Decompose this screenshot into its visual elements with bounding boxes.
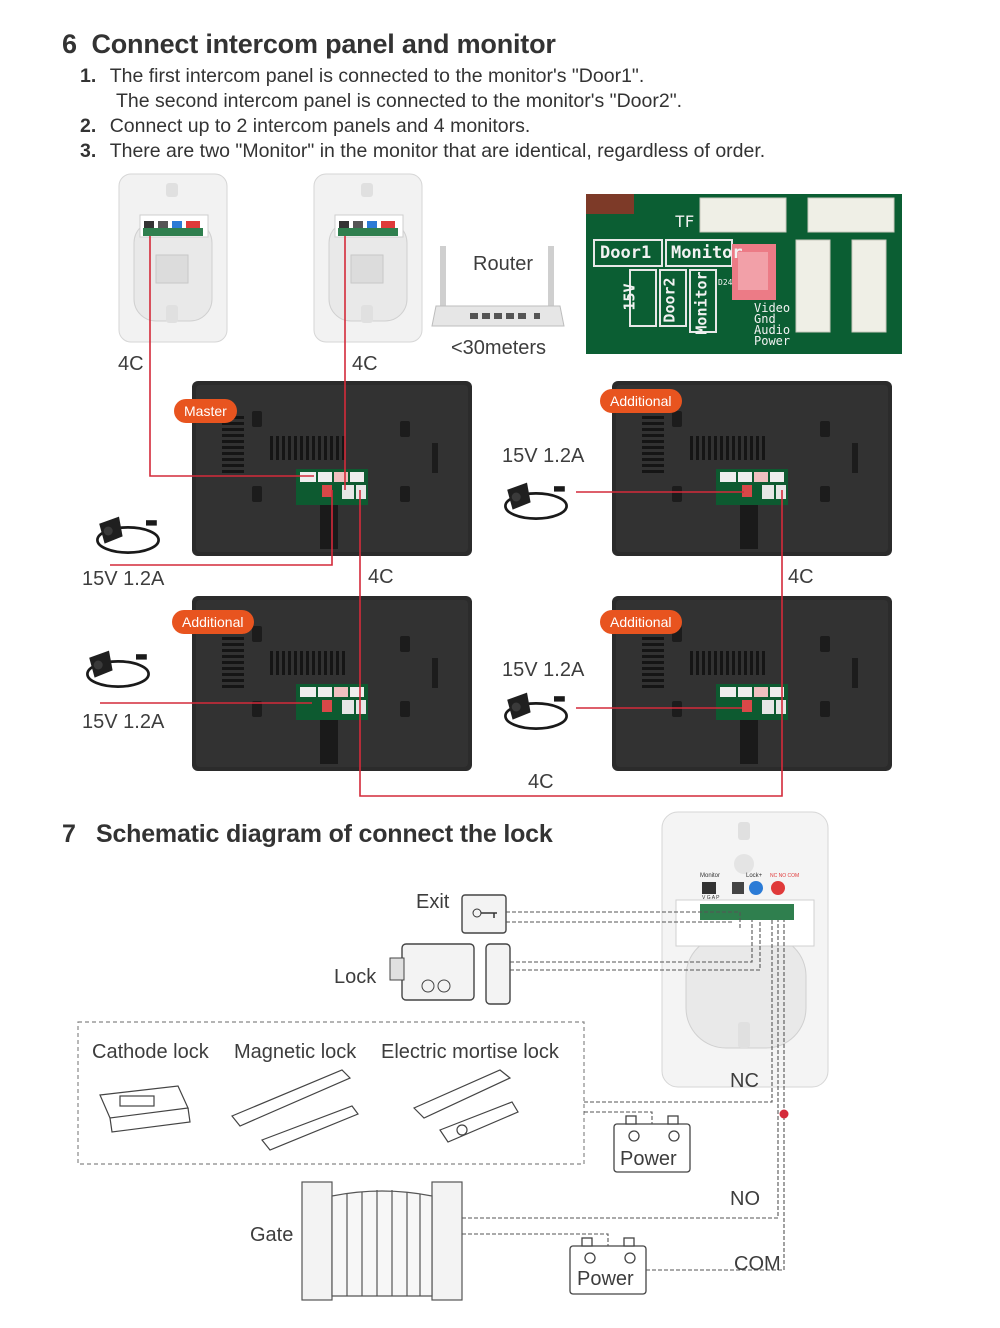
- intercom-panel-2: [313, 173, 423, 343]
- cathode-lock-icon: [99, 1085, 189, 1119]
- lock-type-drawings: [99, 1069, 519, 1151]
- pcb-label-door1: Door1: [600, 243, 652, 263]
- pcb-label-monitor-2: Monitor: [692, 271, 711, 335]
- panel-label-monitor: Monitor: [700, 873, 721, 879]
- wire-door1: [149, 236, 314, 477]
- magnetic-lock-label: Magnetic lock: [234, 1041, 357, 1063]
- intercom-panel-1: [118, 173, 228, 343]
- step-text: The second intercom panel is connected t…: [116, 90, 683, 112]
- magnetic-lock-icon: [231, 1069, 352, 1127]
- exit-label: Exit: [416, 891, 450, 913]
- cable-label-4c: 4C: [528, 771, 554, 793]
- section-7-heading: 7 Schematic diagram of connect the lock: [62, 820, 553, 849]
- power-label: Power: [620, 1148, 677, 1170]
- step-number: 2.: [80, 115, 97, 137]
- panel-label-ncnocom: NC NO COM: [770, 873, 800, 879]
- section-6-number: 6: [62, 29, 77, 59]
- wiring-section-7: [462, 911, 785, 1271]
- pcb-closeup: [586, 194, 902, 354]
- nc-label: NC: [730, 1070, 759, 1092]
- cathode-lock-label: Cathode lock: [92, 1041, 209, 1063]
- additional-tag: Additional: [172, 610, 254, 634]
- power-spec-label: 15V 1.2A: [502, 659, 585, 681]
- router-drawing: [431, 246, 565, 327]
- mortise-lock-icon: [412, 1069, 512, 1119]
- step-text: Connect up to 2 intercom panels and 4 mo…: [109, 115, 531, 137]
- step-text: There are two "Monitor" in the monitor t…: [109, 140, 766, 162]
- intercom-panel-large: [661, 811, 829, 1088]
- power-spec-label: 15V 1.2A: [82, 568, 165, 590]
- power-adapter-icon: [96, 515, 160, 554]
- pcb-label-power: Power: [754, 334, 791, 348]
- master-tag: Master: [174, 399, 237, 423]
- lock-label: Lock: [334, 966, 377, 988]
- gate-drawing: [301, 1181, 463, 1301]
- lock-drawing: [389, 943, 511, 1005]
- additional-tag: Additional: [600, 389, 682, 413]
- pcb-label-tf: TF: [675, 212, 695, 231]
- router-distance: <30meters: [451, 337, 547, 359]
- router-label: Router: [473, 253, 534, 275]
- pcb-label-monitor: Monitor: [671, 243, 743, 263]
- step-3: 3. There are two "Monitor" in the monito…: [80, 140, 765, 163]
- wire-power-master: [110, 490, 333, 566]
- com-label: COM: [734, 1253, 781, 1275]
- cable-label-4c: 4C: [788, 566, 814, 588]
- wiring-section-6: [100, 236, 783, 797]
- power-label: Power: [577, 1268, 634, 1290]
- no-label: NO: [730, 1188, 760, 1210]
- power-spec-label: 15V 1.2A: [502, 445, 585, 467]
- lock-types-box: [77, 1021, 585, 1165]
- exit-button-drawing: [461, 894, 507, 934]
- pcb-label-audio: Audio: [754, 323, 791, 337]
- section-6-heading: 6 Connect intercom panel and monitor: [62, 29, 556, 60]
- power-spec-label: 15V 1.2A: [82, 711, 165, 733]
- gate-label: Gate: [250, 1224, 294, 1246]
- step-number: 3.: [80, 140, 97, 162]
- power-adapter-icon: [504, 691, 568, 730]
- section-7-title: Schematic diagram of connect the lock: [95, 820, 553, 848]
- pcb-label-15v: 15V: [620, 283, 639, 311]
- step-2: 2. Connect up to 2 intercom panels and 4…: [80, 115, 530, 138]
- wire-monitor-bus: [359, 490, 783, 797]
- pcb-label-door2: Door2: [660, 277, 679, 323]
- section-6-title: Connect intercom panel and monitor: [91, 29, 556, 59]
- cable-label-4c: 4C: [352, 353, 378, 375]
- pcb-label-gnd: Gnd: [754, 312, 776, 326]
- cable-label-4c: 4C: [368, 566, 394, 588]
- panel-label-lock: Lock+: [746, 873, 763, 879]
- step-number: 1.: [80, 65, 97, 87]
- step-1-continued: The second intercom panel is connected t…: [116, 90, 682, 113]
- additional-tag: Additional: [600, 610, 682, 634]
- power-adapter-icon: [86, 649, 150, 688]
- pcb-label-d24: D24: [718, 278, 733, 287]
- junction-dot: [779, 1109, 789, 1119]
- power-adapter-icon: [504, 481, 568, 520]
- cable-label-4c: 4C: [118, 353, 144, 375]
- step-text: The first intercom panel is connected to…: [109, 65, 645, 87]
- panel-label-vgap: V G A P: [702, 895, 720, 901]
- mortise-lock-label: Electric mortise lock: [381, 1041, 559, 1063]
- pcb-label-video: Video: [754, 301, 791, 315]
- section-7-number: 7: [62, 820, 76, 848]
- step-1: 1. The first intercom panel is connected…: [80, 65, 644, 88]
